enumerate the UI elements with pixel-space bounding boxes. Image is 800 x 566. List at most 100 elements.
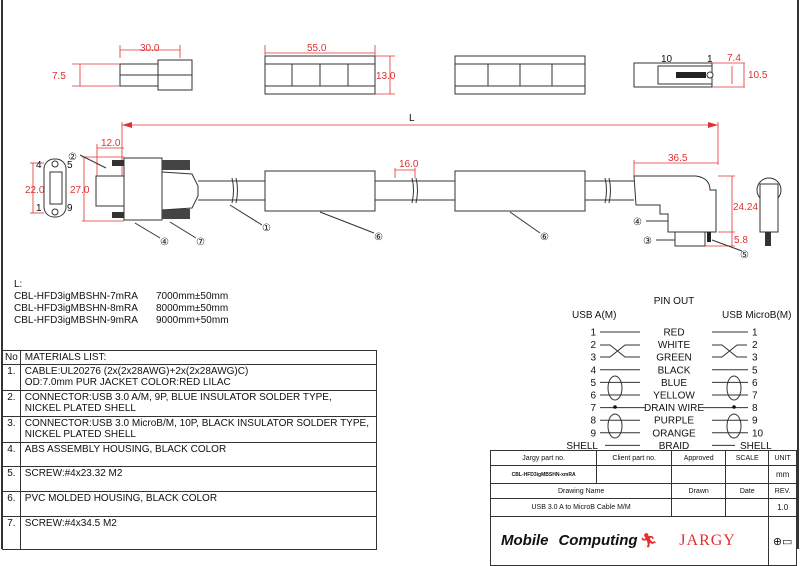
materials-title: MATERIALS LIST: (19, 350, 378, 365)
approved-label: Approved (671, 450, 727, 466)
company-logos: Mobile Computing 🏃︎ JARGY (489, 516, 770, 566)
dim-microb-inner: 7.4 (727, 53, 741, 64)
callout-7: ⑦ (196, 237, 205, 248)
pinout-b-pin: SHELL (740, 441, 772, 452)
a-pin-5: 5 (67, 160, 73, 171)
material-desc: PVC MOLDED HOUSING, BLACK COLOR (19, 491, 378, 517)
pinout-a-pin: 8 (590, 416, 596, 427)
materials-row: 7.SCREW:#4x34.5 M2 (2, 516, 378, 550)
dim-microb-housing-length: 36.5 (668, 153, 688, 164)
jargy-part-label: Jargy part no. (489, 450, 598, 466)
pinout-b-pin: 7 (752, 391, 758, 402)
material-desc-2: OD:7.0mm PUR JACKET COLOR:RED LILAC (24, 377, 231, 388)
pinout-right-header: USB MicroB(M) (722, 310, 791, 321)
pinout-b-pin: 1 (752, 328, 758, 339)
material-no: 1. (2, 364, 21, 391)
pinout-wire-color: YELLOW (653, 391, 695, 402)
callout-4: ④ (160, 237, 169, 248)
length-value: 9000mm+50mm (156, 315, 229, 326)
pinout-wire-color: RED (663, 328, 684, 339)
scale-label: SCALE (725, 450, 770, 466)
pinout-a-pin: 5 (590, 378, 596, 389)
dim-a-height: 27.0 (70, 185, 90, 196)
dim-plug-length: 30.0 (140, 43, 160, 54)
pinout-b-pin: 10 (752, 428, 764, 439)
material-desc-2: NICKEL PLATED SHELL (24, 429, 136, 440)
pinout-a-pin: SHELL (566, 441, 598, 452)
dim-plug-height: 7.5 (52, 71, 66, 82)
callout-4b: ④ (633, 217, 642, 228)
dim-microb-outer: 10.5 (748, 70, 768, 81)
a-pin-1: 1 (36, 203, 42, 214)
computing-logo: Computing (558, 532, 638, 549)
molded-housing-2 (454, 170, 586, 212)
materials-row: 5.SCREW:#4x23.32 M2 (2, 466, 378, 492)
unit-label: UNIT (768, 450, 797, 466)
material-desc: CABLE:UL20276 (2x(2x28AWG)+2x(2x28AWG)C) (24, 366, 249, 377)
material-no: 3. (2, 416, 21, 443)
callout-3: ③ (643, 236, 652, 247)
pinout-a-pin: 2 (590, 340, 596, 351)
housing-top-view-2 (454, 55, 586, 95)
callout-1: ① (262, 223, 271, 234)
pinout-wire-color: ORANGE (652, 428, 696, 439)
usb-a-face-view: 22.0 4 5 1 9 (25, 158, 73, 218)
callout-6a: ⑥ (374, 232, 383, 243)
rev-value: 1.0 (768, 498, 797, 517)
mobile-computing-logo: Mobile (501, 532, 549, 549)
drawing-name-label: Drawing Name (489, 483, 673, 499)
pinout-wire-color: BLACK (658, 365, 691, 376)
a-pin-4: 4 (36, 160, 42, 171)
drawing-name: USB 3.0 A to MicroB Cable M/M (489, 498, 673, 517)
overall-length-dimension: L (121, 113, 719, 200)
material-no: 7. (2, 516, 21, 550)
scale-value (725, 465, 770, 484)
materials-row: 1.CABLE:UL20276 (2x(2x28AWG)+2x(2x28AWG)… (2, 364, 378, 391)
callout-5: ⑤ (740, 250, 749, 261)
drawn-label: Drawn (671, 483, 727, 499)
material-no: 6. (2, 491, 21, 517)
a-pin-9: 9 (67, 203, 73, 214)
material-desc: CONNECTOR:USB 3.0 MicroB/M, 10P, BLACK I… (24, 418, 369, 429)
housing-top-view-1: 55.0 13.0 (264, 43, 396, 95)
pinout-b-pin: 8 (752, 403, 758, 414)
microb-connector-side-view: 36.5 24.24 5.8 (633, 153, 782, 247)
pinout-a-pin: 3 (590, 353, 596, 364)
runner-icon: 🏃︎ (639, 532, 658, 548)
dim-overall-length: L (409, 113, 415, 124)
dim-molded-length: 16.0 (399, 159, 419, 170)
material-desc: SCREW:#4x34.5 M2 (19, 516, 378, 550)
pinout-left-header: USB A(M) (572, 310, 616, 321)
material-desc-2: NICKEL PLATED SHELL (24, 403, 136, 414)
client-part-number (596, 465, 673, 484)
pinout-a-pin: 9 (590, 428, 596, 439)
callouts: ② ④ ⑦ ① ⑥ ⑥ ④ ③ ⑤ (68, 152, 749, 261)
microb-pin-1: 1 (707, 54, 713, 65)
microb-pin-10: 10 (661, 54, 673, 65)
callout-6b: ⑥ (540, 232, 549, 243)
materials-row: 3.CONNECTOR:USB 3.0 MicroB/M, 10P, BLACK… (2, 416, 378, 443)
usb-a-plug-top-view: 30.0 7.5 (52, 43, 193, 91)
dim-microb-housing-height: 24.24 (733, 202, 758, 213)
unit-value: mm (768, 465, 797, 484)
pinout-b-pin: 9 (752, 416, 758, 427)
length-part: CBL-HFD3igMBSHN-8mRA (14, 303, 138, 314)
dim-housing-height: 13.0 (376, 71, 396, 82)
pinout-wire-color: GREEN (656, 353, 692, 364)
length-part: CBL-HFD3igMBSHN-7mRA (14, 291, 138, 302)
pinout-title: PIN OUT (654, 296, 695, 307)
projection-symbol-icon: ⊕▭ (768, 516, 797, 566)
length-part: CBL-HFD3igMBSHN-9mRA (14, 315, 138, 326)
dim-microb-plug-height: 5.8 (734, 235, 748, 246)
drawn-value (671, 498, 727, 517)
material-desc: ABS ASSEMBLY HOUSING, BLACK COLOR (19, 442, 378, 467)
pinout-a-pin: 4 (590, 365, 596, 376)
pinout-wire-color: PURPLE (654, 416, 694, 427)
materials-row: 6.PVC MOLDED HOUSING, BLACK COLOR (2, 491, 378, 517)
pinout-wire-color: BLUE (661, 378, 687, 389)
material-desc: SCREW:#4x23.32 M2 (19, 466, 378, 492)
pinout-wire-color: WHITE (658, 340, 691, 351)
dim-housing-length: 55.0 (307, 43, 327, 54)
length-value: 8000mm±50mm (156, 303, 228, 314)
materials-row: 2.CONNECTOR:USB 3.0 A/M, 9P, BLUE INSULA… (2, 390, 378, 417)
